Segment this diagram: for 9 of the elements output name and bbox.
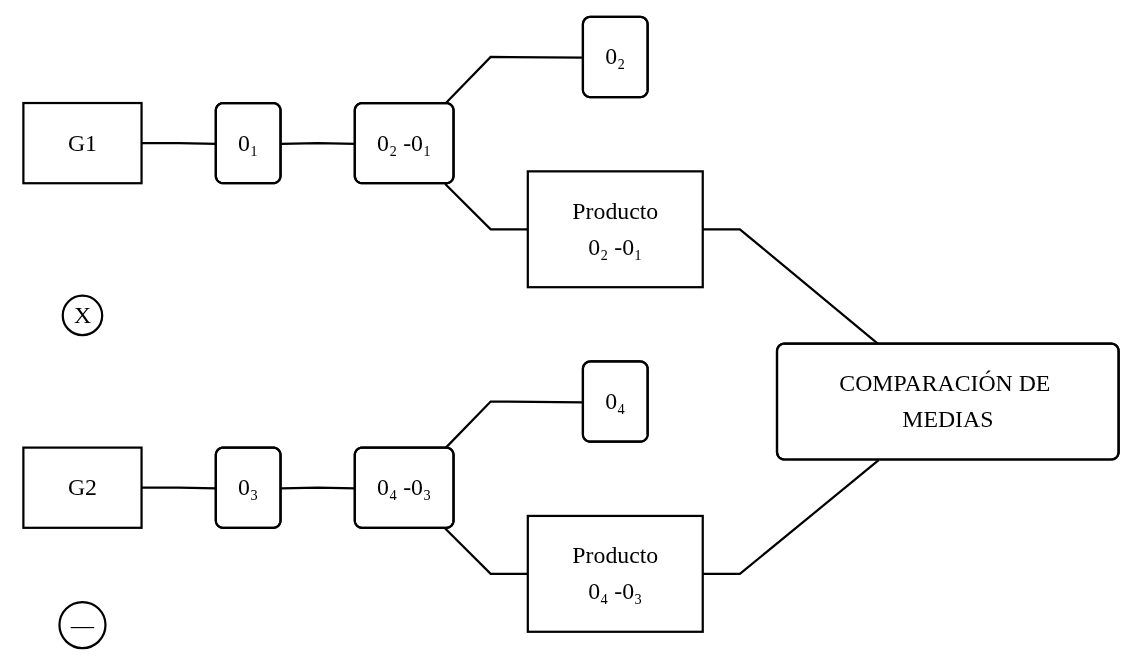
node-box: G1 — [22, 101, 143, 185]
node-box: Producto 0₄ -0₃ — [526, 514, 704, 633]
node-circle: — — [58, 600, 107, 650]
node-circle: X — [61, 294, 104, 337]
connector — [444, 527, 528, 575]
connector — [702, 459, 880, 575]
connector — [444, 183, 528, 231]
node-box: G2 — [22, 446, 143, 529]
node-box: Producto 0₂ -0₁ — [526, 170, 704, 289]
